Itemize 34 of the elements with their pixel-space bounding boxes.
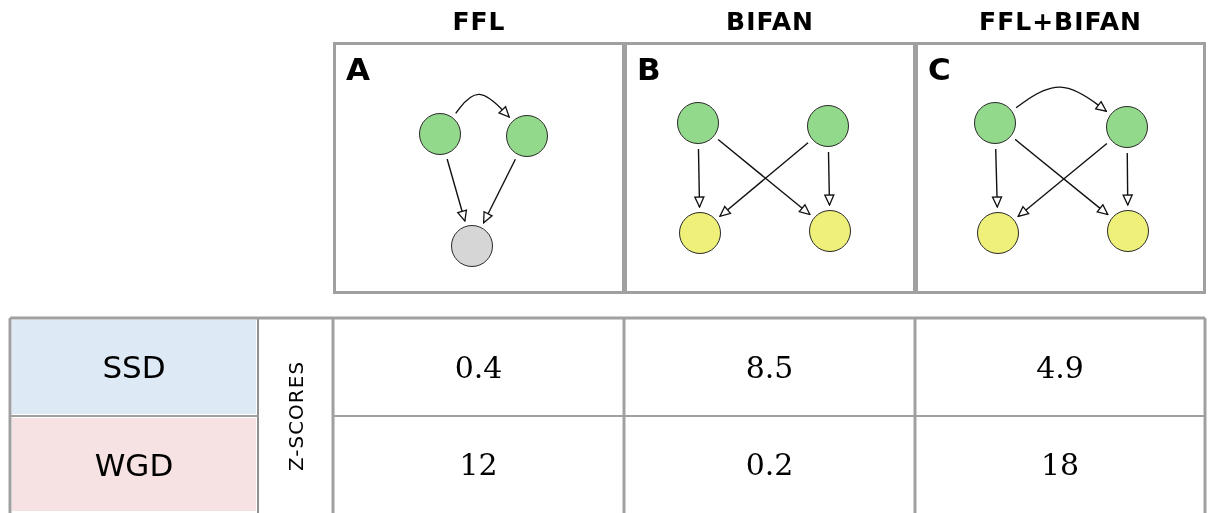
circle-node xyxy=(677,102,719,144)
circle-node xyxy=(451,225,493,267)
arrow xyxy=(824,151,835,206)
z-score-value: 0.4 xyxy=(453,348,504,387)
arrow xyxy=(455,93,510,118)
circle-node xyxy=(809,210,851,252)
arrow xyxy=(446,158,468,222)
panel-letter: C xyxy=(928,51,951,87)
circle-node xyxy=(506,115,548,157)
arrow xyxy=(1122,152,1133,206)
circle-node xyxy=(419,113,461,155)
circle-node xyxy=(1107,210,1149,252)
circle-node xyxy=(807,105,849,147)
circle-node xyxy=(1106,106,1148,148)
row-header: SSD xyxy=(12,320,256,414)
arrow xyxy=(694,148,705,208)
panel-letter: B xyxy=(637,51,661,87)
panel-title: BIFAN xyxy=(725,7,815,36)
z-score-value: 4.9 xyxy=(1035,348,1085,387)
circle-node xyxy=(679,212,721,254)
arrow xyxy=(1015,86,1107,112)
panel-title: FFL xyxy=(451,7,507,36)
circle-node xyxy=(974,102,1016,144)
panel-letter: A xyxy=(346,51,370,87)
z-score-value: 0.2 xyxy=(744,446,795,484)
axis-title: Z-SCORES xyxy=(282,359,309,473)
z-score-value: 18 xyxy=(1039,446,1081,484)
panel-title: FFL+BIFAN xyxy=(978,7,1143,36)
circle-node xyxy=(977,212,1019,254)
arrow xyxy=(991,148,1003,208)
row-header: WGD xyxy=(12,418,256,511)
z-score-value: 8.5 xyxy=(744,348,795,387)
z-score-value: 12 xyxy=(458,446,499,484)
arrow xyxy=(482,158,517,224)
